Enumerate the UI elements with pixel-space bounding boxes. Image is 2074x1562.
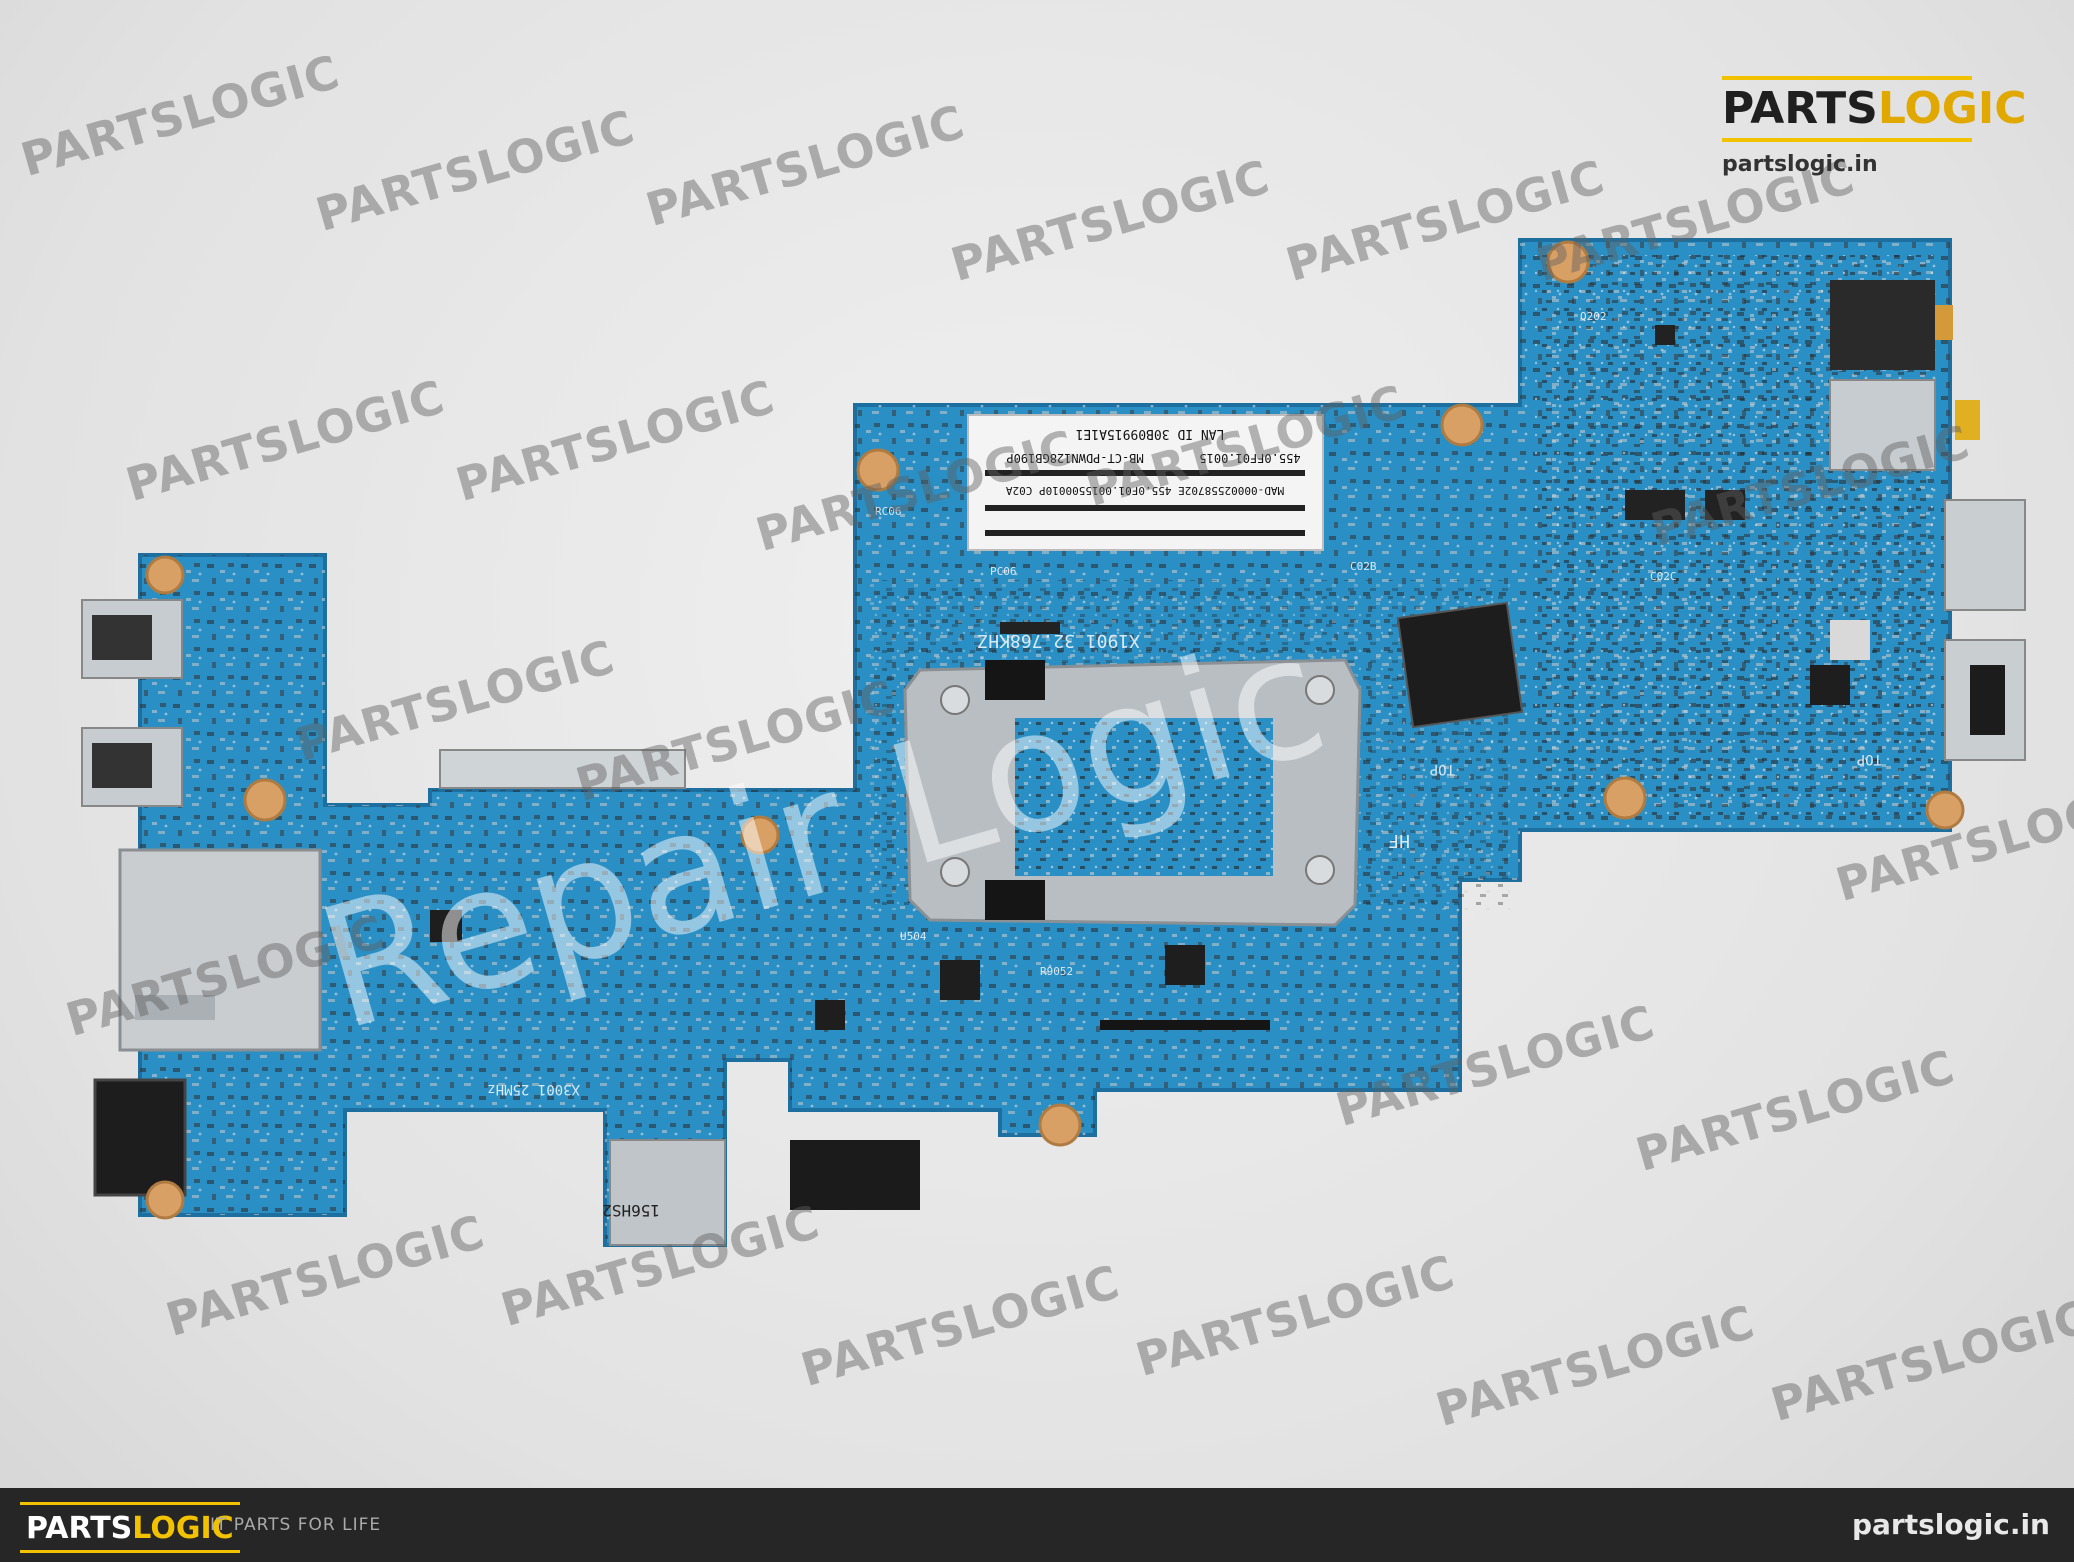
brand-logo-top: PARTSLOGIC partslogic.in [1722,76,2027,177]
footer-url: partslogic.in [1851,1508,2050,1541]
crystal-marking: X1901 32.768KHZ [977,630,1140,651]
cpu-bracket [903,658,1362,927]
top-marking-2: TOP [1857,751,1882,767]
logo-url: partslogic.in [1722,152,1878,177]
hf-marking: HF [1388,830,1410,851]
label-line1: LAN ID 30B09915A1E1 [1076,426,1225,441]
label-line4: MAD-00002558702E 455.0F01.0015500010P C0… [1006,484,1285,497]
code-8: X3001 25MHz [487,1081,580,1097]
serial-label: LAN ID 30B09915A1E1 MB-CT-PDWN128GB190P … [967,414,1324,551]
label-line2: MB-CT-PDWN128GB190P [1006,451,1143,465]
logo-bar [1722,138,1972,142]
code-7: R9052 [1040,965,1073,978]
code-5: Q202 [1580,310,1607,323]
sim-marking: 156HS2 [602,1201,660,1220]
chips [430,325,1850,1030]
footer-logo: PARTSLOGIC [20,1502,240,1553]
silkscreen: X1901 32.768KHZ TOP TOP HF 156HS2 RC06 P… [487,310,1882,1220]
logo-part1: PARTS [1722,83,1878,134]
footer-tagline: IT PARTS FOR LIFE [210,1515,382,1535]
top-marking-1: TOP [1430,761,1455,777]
mounting-pads [145,240,1965,1220]
footer-logo-part2: LOGIC [132,1511,234,1546]
footer-logo-part1: PARTS [26,1511,133,1546]
code-3: C02B [1350,560,1377,573]
logo-bar [1722,76,1972,80]
label-line3: 455.0FF01.0015 [1199,451,1300,465]
code-6: U504 [900,930,927,943]
ports [81,280,2026,1246]
code-4: C02C [1650,570,1677,583]
logo-word: PARTSLOGIC [1722,80,2027,138]
code-1: RC06 [875,505,902,518]
footer-bar: PARTSLOGIC IT PARTS FOR LIFE partslogic.… [0,1488,2074,1562]
code-2: PC06 [990,565,1017,578]
logo-part2: LOGIC [1877,83,2027,134]
